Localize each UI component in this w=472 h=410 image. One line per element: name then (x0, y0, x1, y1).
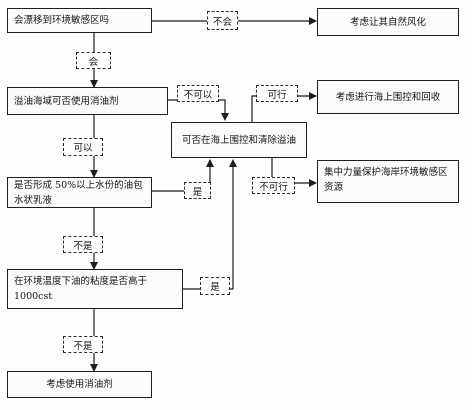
node-natural-weathering: 考虑让其自然风化 (317, 8, 459, 36)
label-yes-emulsion: 是 (184, 182, 211, 199)
node-viscosity: 在环境温度下油的粘度是否高于1000cst (7, 269, 183, 309)
node-drift: 会漂移到环境敏感区吗 (7, 8, 152, 33)
edge-viscosity-to-contain (183, 159, 237, 290)
node-contain: 可否在海上围控和清除溢油 (171, 122, 307, 158)
label-no-viscosity: 不是 (63, 336, 103, 353)
label-no-will: 不会 (207, 11, 238, 30)
label-cannot: 不可以 (177, 85, 219, 102)
label-not-feasible: 不可行 (252, 177, 295, 194)
node-recover: 考虑进行海上围控和回收 (317, 80, 459, 114)
edge-dispersant-to-contain (168, 99, 229, 121)
node-emulsion: 是否形成 50%以上水份的油包水状乳液 (7, 177, 152, 208)
node-use-dispersant: 考虑使用消油剂 (7, 371, 152, 398)
label-feasible: 可行 (256, 85, 298, 102)
node-dispersant-allowed: 溢油海域可否使用消油剂 (7, 87, 168, 115)
label-no-emulsion: 不是 (63, 236, 103, 253)
label-will: 会 (76, 52, 111, 69)
label-yes-viscosity: 是 (200, 277, 230, 295)
node-protect-shore: 集中力量保护海岸环境敏感区资源 (317, 160, 459, 203)
label-can: 可以 (63, 138, 103, 156)
